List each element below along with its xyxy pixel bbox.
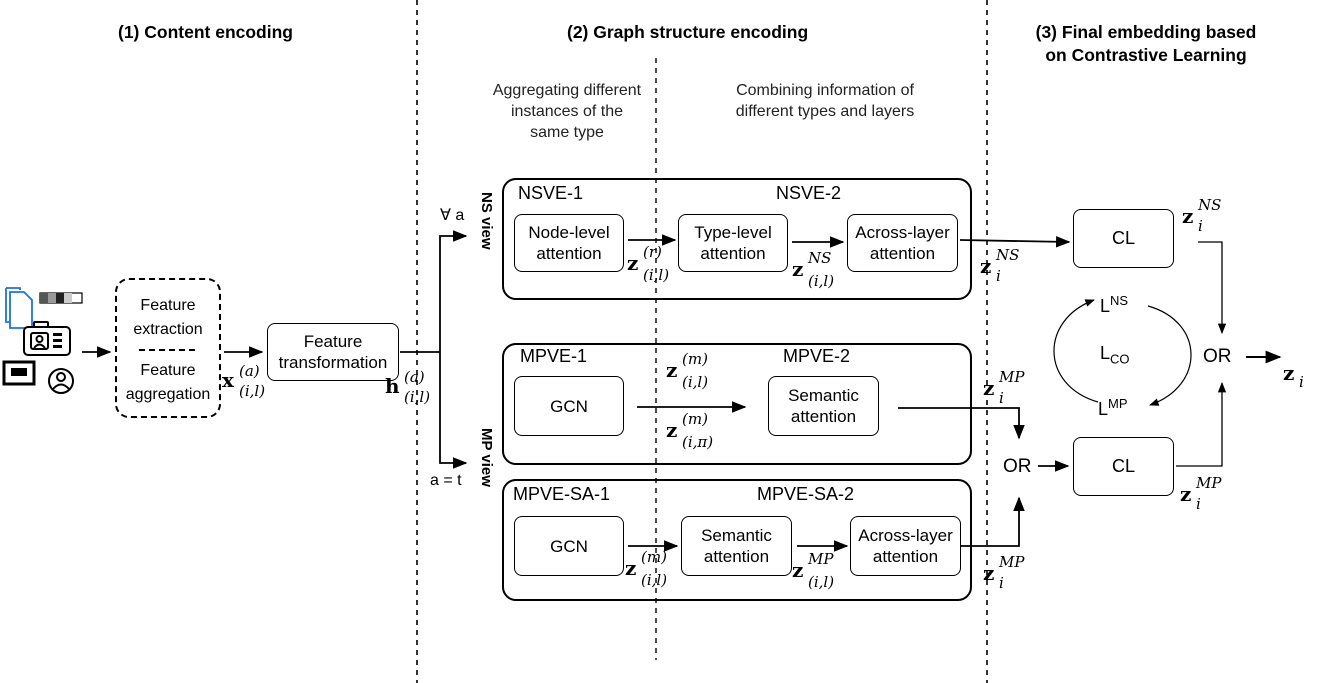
- feature-aggregation-label: Feature aggregation: [125, 362, 211, 403]
- mpve-2-label: MPVE-2: [783, 346, 851, 366]
- feature-divider: [139, 349, 195, 351]
- arrow-cl-top-to-or: [1198, 241, 1227, 335]
- color-strip-icon: [39, 292, 83, 304]
- note-combining: Combining information of different types…: [735, 82, 915, 120]
- loss-ns: LNS: [1100, 293, 1129, 316]
- loss-co: LCO: [1100, 343, 1130, 367]
- mpve-container: [502, 343, 972, 465]
- nsve-1-label: NSVE-1: [518, 183, 584, 203]
- mp-view-label: MP view: [478, 428, 495, 487]
- feature-block: Feature extraction Feature aggregation: [115, 278, 221, 418]
- arrow-to-ns-view: [439, 230, 468, 352]
- feature-extraction-label: Feature extraction: [133, 297, 203, 338]
- contrastive-loop-right: [1147, 305, 1192, 406]
- note-aggregating: Aggregating different instances of the s…: [492, 82, 642, 141]
- semantic-attention-box-sa: Semantic attention: [681, 516, 792, 576]
- camera-icon: [23, 321, 71, 356]
- semantic-attention-box-mp: Semantic attention: [768, 376, 879, 436]
- or-final: OR: [1203, 346, 1232, 367]
- arrow-to-mp-view: [439, 352, 468, 469]
- cl-box-top: CL: [1073, 209, 1174, 268]
- nsve-container: [502, 178, 972, 300]
- mpve-sa-2-label: MPVE-SA-2: [757, 484, 855, 504]
- feature-transformation-box: Feature transformation: [267, 323, 399, 381]
- nsve-2-label: NSVE-2: [776, 183, 842, 203]
- node-level-attention-box: Node-level attention: [514, 214, 624, 272]
- mpve-1-label: MPVE-1: [520, 346, 588, 366]
- mpve-sa-container: [502, 479, 972, 601]
- forall-a-label: ∀ a: [440, 207, 465, 224]
- gcn-box-mp: GCN: [514, 376, 624, 436]
- arrow-semantic-to-or: [898, 407, 1025, 440]
- section-graph-title: (2) Graph structure encoding: [567, 22, 809, 42]
- arrow-across-to-cl-top: [959, 236, 1071, 248]
- arrow-cl-bottom-to-or: [1176, 381, 1227, 467]
- section-final-title-2: on Contrastive Learning: [1045, 45, 1247, 65]
- contrastive-loop-left: [1053, 299, 1099, 403]
- ns-view-label: NS view: [478, 192, 495, 250]
- across-layer-attention-box-ns: Across-layer attention: [847, 214, 958, 272]
- section-content-title: (1) Content encoding: [118, 22, 293, 42]
- person-icon: [48, 368, 74, 394]
- cl-box-bottom: CL: [1073, 437, 1174, 496]
- screen-icon: [2, 360, 36, 386]
- mpve-sa-1-label: MPVE-SA-1: [513, 484, 611, 504]
- section-final-title-1: (3) Final embedding based: [1035, 22, 1257, 42]
- arrow-sa-across-to-or: [960, 496, 1025, 547]
- across-layer-attention-box-sa: Across-layer attention: [850, 516, 961, 576]
- gcn-box-sa: GCN: [514, 516, 624, 576]
- type-level-attention-box: Type-level attention: [678, 214, 788, 272]
- document-icon: [5, 287, 33, 329]
- or-merge: OR: [1003, 456, 1032, 477]
- a-eq-t-label: a = t: [430, 472, 462, 489]
- loss-mp: LMP: [1098, 396, 1128, 419]
